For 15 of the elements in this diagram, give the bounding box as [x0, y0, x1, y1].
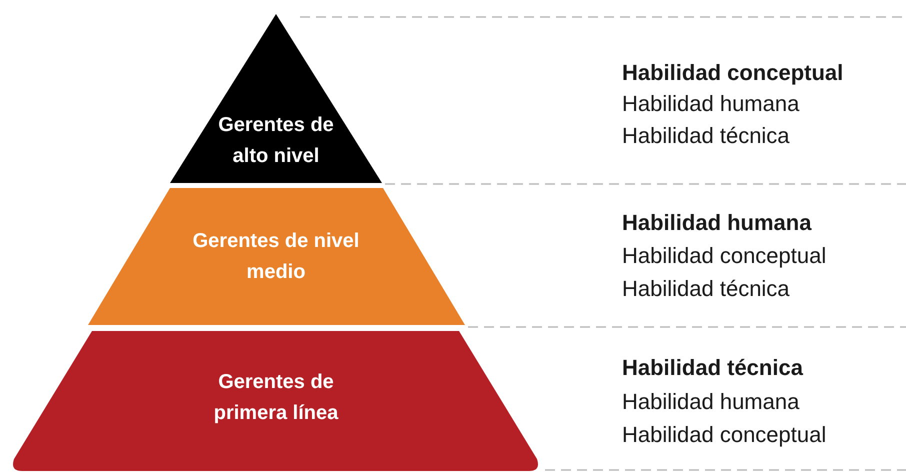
skill-text: Habilidad conceptual — [622, 422, 826, 448]
skill-text: Habilidad humana — [622, 91, 800, 117]
primary-skill-text: Habilidad conceptual — [622, 60, 844, 86]
tier-label: Gerentes de primera línea — [212, 370, 340, 426]
tier-label: Gerentes de nivel medio — [192, 229, 360, 285]
pyramid-tier — [170, 14, 382, 183]
skill-text: Habilidad conceptual — [622, 243, 826, 269]
pyramid-tier — [88, 188, 465, 325]
tier-label: Gerentes de alto nivel — [217, 113, 335, 169]
pyramid-tier — [10, 331, 541, 471]
skill-text: Habilidad humana — [622, 389, 800, 415]
skill-text: Habilidad técnica — [622, 276, 790, 302]
primary-skill-text: Habilidad humana — [622, 210, 812, 236]
skill-text: Habilidad técnica — [622, 123, 790, 149]
primary-skill-text: Habilidad técnica — [622, 355, 803, 381]
